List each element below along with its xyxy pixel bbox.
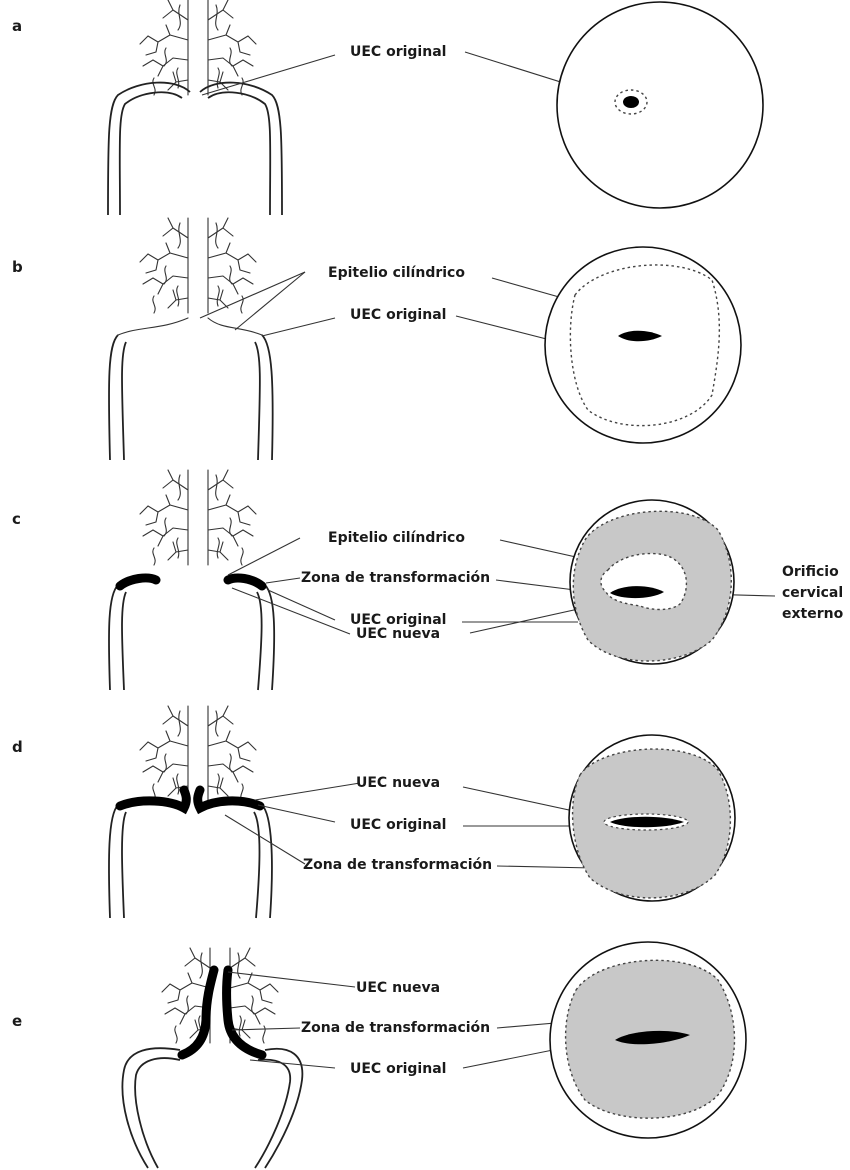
cervix-section-c [109,470,274,690]
cervix-face-b [545,247,741,443]
cervix-face-e [550,942,746,1138]
label-orificio: Orificio cervical externo [782,564,844,622]
label-d-uec-original: UEC original [350,817,446,833]
label-c-uec-nueva: UEC nueva [356,626,440,642]
label-c-epitelio: Epitelio cilíndrico [328,530,465,546]
cervix-face-c [570,500,734,664]
label-e-zona: Zona de transformación [301,1020,490,1036]
label-e-uec-original: UEC original [350,1061,446,1077]
label-d-zona: Zona de transformación [303,857,492,873]
label-c-zona: Zona de transformación [301,570,490,586]
panel-e: e UEC nueva Zona de transformación UEC o… [12,942,746,1168]
panel-letter-a: a [12,17,22,35]
label-d-uec-nueva: UEC nueva [356,775,440,791]
panel-letter-c: c [12,510,21,528]
panel-b: b Epitelio cilíndrico UEC original [12,218,741,460]
cervix-face-d [569,735,735,901]
cervix-section-e [122,948,302,1168]
label-e-uec-nueva: UEC nueva [356,980,440,996]
label-b-epitelio: Epitelio cilíndrico [328,265,465,281]
panel-c: c Epitelio cilíndrico Zona de transforma… [12,470,844,690]
panel-letter-b: b [12,258,23,276]
panel-d: d UEC nueva UEC original Zona de transfo… [12,706,735,918]
cervix-section-b [109,218,273,460]
svg-text:externo: externo [782,606,844,622]
panel-letter-d: d [12,738,23,756]
panel-letter-e: e [12,1012,22,1030]
label-a-uec-original: UEC original [350,44,446,60]
svg-text:cervical: cervical [782,585,843,601]
cervix-face-a [557,2,763,208]
cervix-section-d [109,706,272,918]
cervix-section-a [108,0,282,215]
svg-text:Orificio: Orificio [782,564,839,580]
label-b-uec-original: UEC original [350,307,446,323]
panel-a: a UEC original [12,0,763,215]
